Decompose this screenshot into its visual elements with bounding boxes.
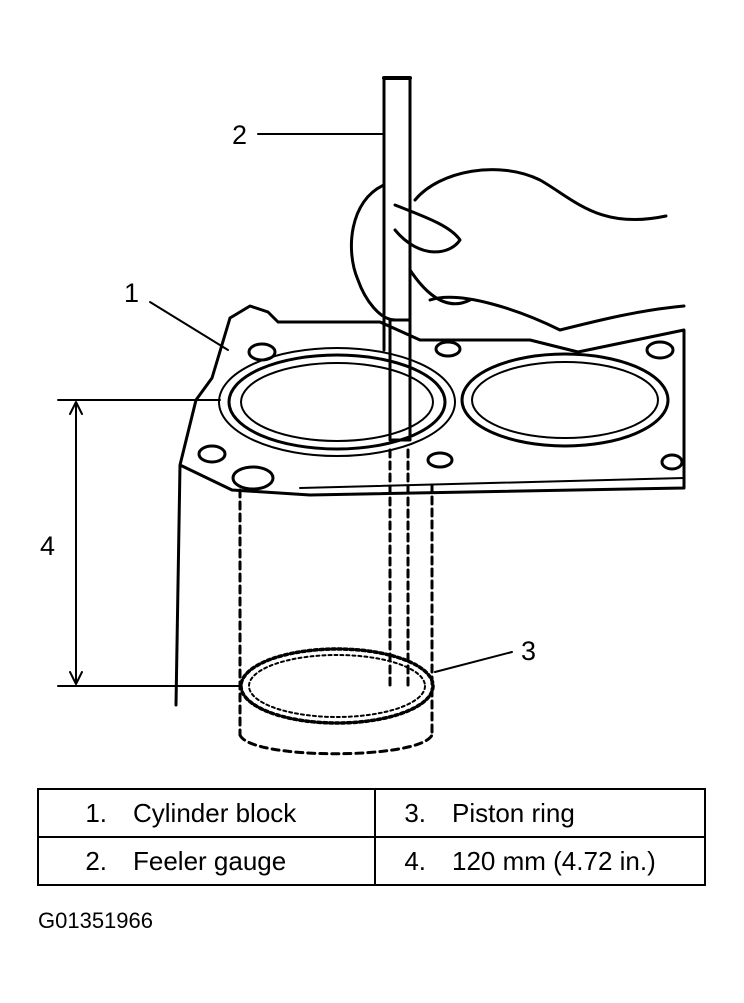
cylinder-bore-1 xyxy=(227,353,447,451)
piston-ring xyxy=(239,647,435,725)
legend-row: 2. Feeler gauge 4. 120 mm (4.72 in.) xyxy=(37,836,706,886)
legend-cell: 4. 120 mm (4.72 in.) xyxy=(374,836,706,886)
legend-table: 1. Cylinder block 3. Piston ring 2. Feeler … xyxy=(37,788,706,886)
legend-text: Feeler gauge xyxy=(133,845,287,876)
cylinder-bore-2 xyxy=(460,352,670,448)
legend-text: Cylinder block xyxy=(133,797,297,828)
legend-row: 1. Cylinder block 3. Piston ring xyxy=(37,788,706,838)
legend-cell: 2. Feeler gauge xyxy=(37,836,376,886)
legend-number: 4. xyxy=(404,845,426,876)
hand xyxy=(349,168,686,332)
callout-3: 3 xyxy=(521,636,537,666)
callout-1: 1 xyxy=(124,278,140,308)
block-outline xyxy=(174,304,686,707)
legend-number: 1. xyxy=(85,797,107,828)
legend-text: 120 mm (4.72 in.) xyxy=(452,845,656,876)
callout-2: 2 xyxy=(232,120,248,150)
legend-cell: 1. Cylinder block xyxy=(37,788,376,838)
legend-cell: 3. Piston ring xyxy=(374,788,706,838)
cylinder-block-illustration xyxy=(57,76,686,756)
legend-text: Piston ring xyxy=(452,797,575,828)
figure-code: G01351966 xyxy=(38,908,153,933)
legend-number: 3. xyxy=(404,797,426,828)
callout-4: 4 xyxy=(40,531,56,561)
feeler-gauge xyxy=(382,76,412,352)
legend-number: 2. xyxy=(85,845,107,876)
